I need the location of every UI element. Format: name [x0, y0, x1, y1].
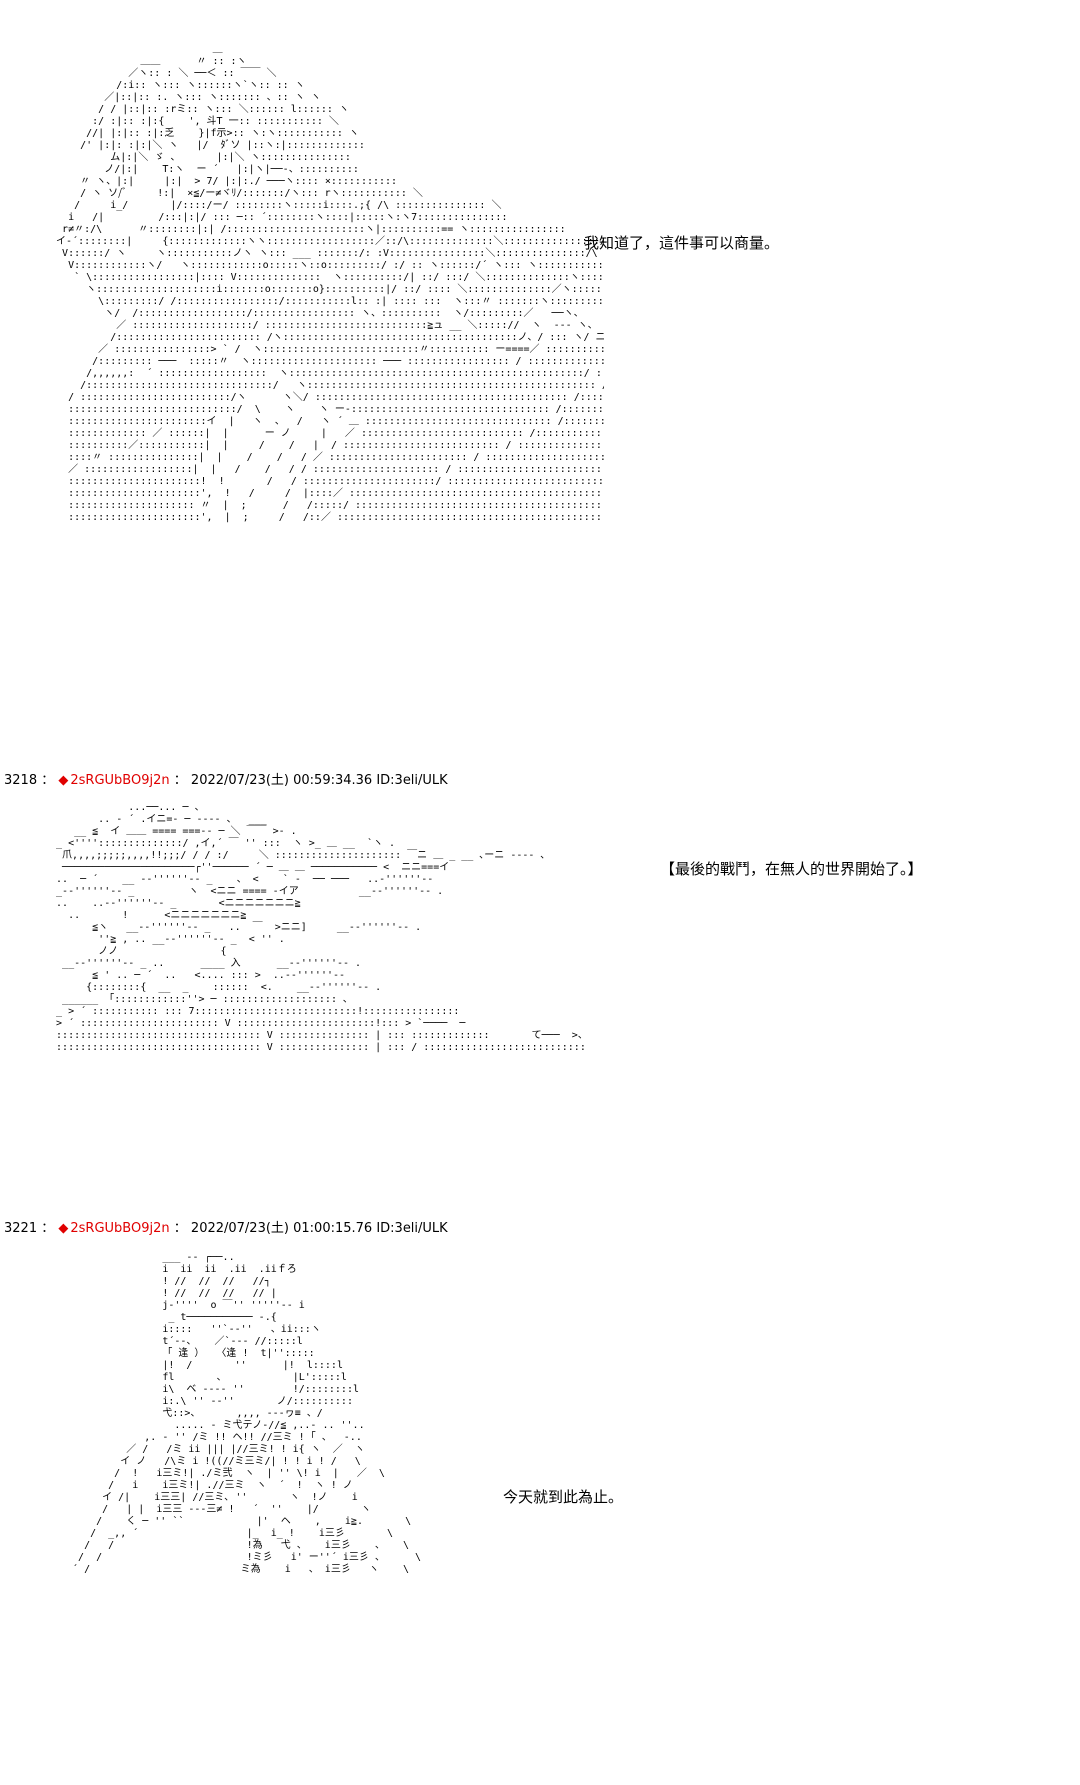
post-colon: ： [173, 1221, 187, 1236]
ascii-art-third: ___ -- ┌──.. i ii ii .ii .iiｆろ ! // // /… [72, 1252, 422, 1575]
caption-third: 今天就到此為止。 [503, 1488, 624, 1506]
trip-diamond-icon: ◆ [58, 1221, 69, 1236]
post-separator: ： [41, 773, 55, 788]
post-datetime-id: 2022/07/23(土) 01:00:15.76 ID:3eli/ULK [190, 1221, 448, 1236]
post-number[interactable]: 3221 [4, 1221, 38, 1236]
caption-second: 【最後的戰鬥，在無人的世界開始了。】 [660, 860, 923, 878]
post-author-name: 2sRGUbBO9j2n [70, 773, 170, 788]
post-separator: ： [41, 1221, 55, 1236]
post-header-3218: 3218 ： ◆2sRGUbBO9j2n ： 2022/07/23(土) 00:… [4, 772, 448, 790]
post-number[interactable]: 3218 [4, 773, 38, 788]
post-datetime-id: 2022/07/23(土) 00:59:34.36 ID:3eli/ULK [190, 773, 448, 788]
ascii-art-second: ...──... ─ 、 .. - ´ .イニ=- ─ ---- 、 ___ _… [56, 802, 588, 1053]
post-colon: ： [173, 773, 187, 788]
trip-diamond-icon: ◆ [58, 773, 69, 788]
post-header-3221: 3221 ： ◆2sRGUbBO9j2n ： 2022/07/23(土) 01:… [4, 1220, 448, 1238]
post-author-name: 2sRGUbBO9j2n [70, 1221, 170, 1236]
ascii-art-first: ＿ ＿＿ 〃 :: :ヽ ／ヽ:: : ＼ ──＜ :: ￣￣ ＼ /:i:: … [56, 44, 604, 523]
caption-first: 我知道了，這件事可以商量。 [584, 234, 780, 252]
